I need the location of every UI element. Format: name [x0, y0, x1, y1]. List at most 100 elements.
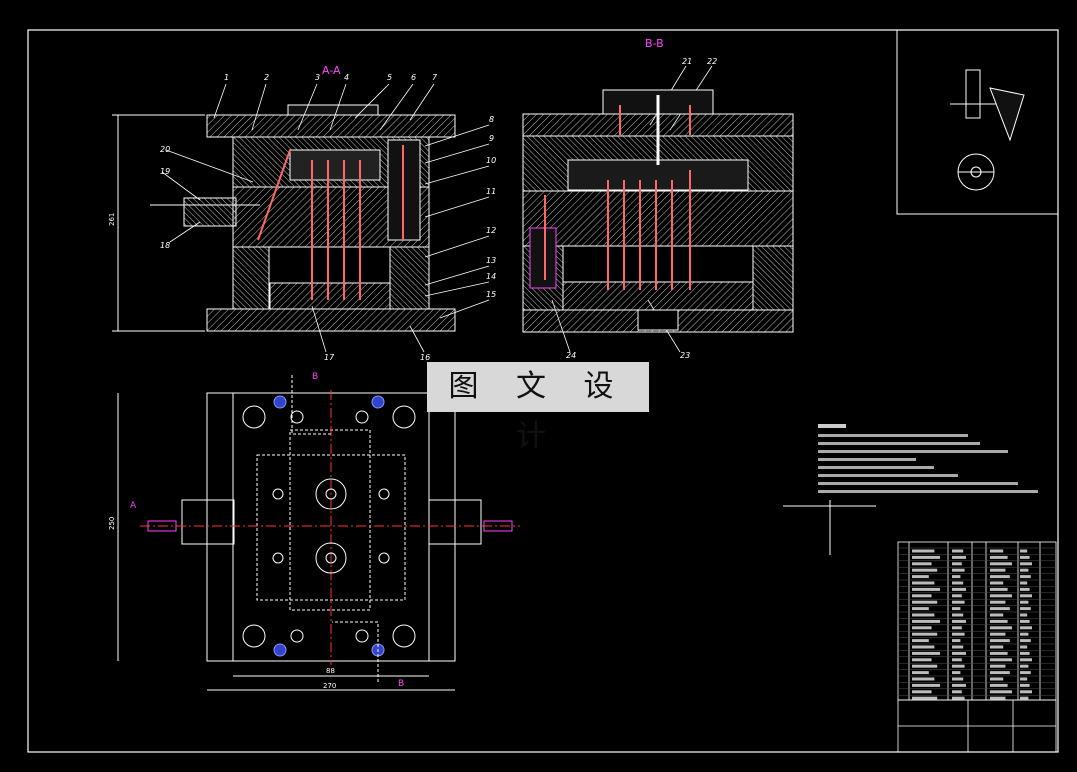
parts-list-cell: [952, 626, 962, 630]
parts-list-cell: [1020, 600, 1029, 604]
parts-list-cell: [990, 651, 1008, 655]
parts-list-cell: [1020, 651, 1030, 655]
parts-list-cell: [912, 690, 932, 694]
parts-list-cell: [990, 549, 1004, 553]
part-number-22: 22: [707, 57, 717, 66]
parts-list-cell: [952, 671, 961, 675]
parts-list-cell: [1020, 664, 1029, 668]
parts-list-cell: [952, 619, 966, 623]
parts-list-cell: [1020, 696, 1029, 700]
parts-list-cell: [912, 639, 929, 643]
section-aa-view: A-A 261: [108, 64, 456, 332]
parts-list-cell: [912, 683, 940, 687]
parts-list-cell: [952, 549, 964, 553]
parts-list-cell: [1020, 645, 1028, 649]
part-number-17: 17: [324, 353, 335, 362]
parts-list-cell: [912, 613, 935, 617]
parts-list-cell: [990, 683, 1008, 687]
parts-list-cell: [1020, 549, 1028, 553]
parts-list-cell: [952, 587, 966, 591]
parts-list-cell: [990, 619, 1008, 623]
parts-list-cell: [952, 645, 964, 649]
parts-list-cell: [990, 594, 1012, 598]
parts-list-cell: [1020, 581, 1028, 585]
parts-list-cell: [952, 664, 965, 668]
parts-list-cell: [952, 581, 964, 585]
parts-list-cell: [990, 607, 1010, 611]
parts-list-cell: [912, 607, 929, 611]
part-number-20: 20: [160, 145, 170, 154]
parts-list-cell: [912, 562, 932, 566]
parts-list-cell: [990, 658, 1012, 662]
parts-list-cell: [952, 575, 961, 579]
parts-list-cell: [912, 568, 938, 572]
parts-list-cell: [1020, 683, 1030, 687]
parts-list-cell: [952, 696, 965, 700]
section-aa-label: A-A: [322, 64, 341, 77]
parts-list-cell: [990, 562, 1012, 566]
parts-list-cell: [1020, 587, 1030, 591]
part-number-1: 1: [224, 73, 229, 82]
part-number-14: 14: [486, 272, 496, 281]
parts-list-cell: [912, 555, 940, 559]
parts-list-cell: [952, 562, 962, 566]
parts-list-cell: [912, 632, 938, 636]
part-number-11: 11: [486, 187, 496, 196]
parts-list-cell: [1020, 658, 1032, 662]
parts-list-cell: [1020, 632, 1029, 636]
parts-list-cell: [1020, 619, 1030, 623]
part-number-8: 8: [489, 115, 494, 124]
parts-list-cell: [952, 613, 964, 617]
parts-list-cell: [912, 594, 932, 598]
part-number-leaders: [161, 65, 713, 353]
parts-list-cell: [990, 568, 1006, 572]
part-number-15: 15: [486, 290, 496, 299]
part-number-3: 3: [315, 73, 320, 82]
parts-list-cell: [990, 600, 1006, 604]
parts-list-cell: [952, 651, 966, 655]
part-number-4: 4: [344, 73, 349, 82]
part-number-2: 2: [264, 73, 269, 82]
detail-box: [896, 29, 1059, 215]
parts-list-cell: [912, 581, 935, 585]
parts-list-cell: [912, 677, 935, 681]
parts-list-cell: [1020, 555, 1030, 559]
dim-width-inner: 88: [326, 667, 335, 675]
parts-list-cell: [990, 626, 1012, 630]
parts-list-cell: [1020, 690, 1032, 694]
part-numbers: 1 2 3 4 5 6 7 8 9 10 11 12 13 14 15 16 1…: [160, 57, 717, 362]
parts-list-cell: [952, 568, 965, 572]
parts-list-cell: [952, 594, 962, 598]
view-marker-b-top: B: [312, 372, 318, 382]
watermark-banner: 图 文 设 计: [427, 362, 649, 454]
section-bb-label: B-B: [645, 37, 664, 50]
part-number-23: 23: [680, 351, 690, 360]
parts-list-cell: [990, 555, 1008, 559]
plan-view: 250 88 270 A B B: [108, 372, 520, 691]
parts-list-cell: [912, 671, 929, 675]
parts-list-cell: [952, 639, 961, 643]
parts-list-cell: [990, 639, 1010, 643]
view-marker-b-bottom: B: [398, 679, 404, 689]
part-number-10: 10: [486, 156, 496, 165]
parts-list-rows: [898, 547, 1056, 700]
parts-list-cell: [952, 683, 966, 687]
parts-list-cell: [952, 607, 961, 611]
part-number-6: 6: [411, 73, 416, 82]
parts-list-cell: [912, 587, 940, 591]
dim-width-total: 270: [323, 682, 336, 690]
parts-list-cell: [1020, 562, 1032, 566]
parts-list-cell: [952, 555, 966, 559]
parts-list-cell: [990, 690, 1012, 694]
parts-list-cell: [990, 587, 1008, 591]
dim-height-front: 261: [108, 213, 116, 226]
notes-block: [783, 424, 1038, 555]
parts-list-cell: [990, 645, 1004, 649]
parts-list-cell: [952, 658, 962, 662]
parts-list-cell: [912, 626, 932, 630]
parts-list-cell: [952, 632, 965, 636]
parts-list-cell: [1020, 639, 1031, 643]
parts-list-cell: [1020, 575, 1031, 579]
parts-list-cell: [912, 619, 940, 623]
